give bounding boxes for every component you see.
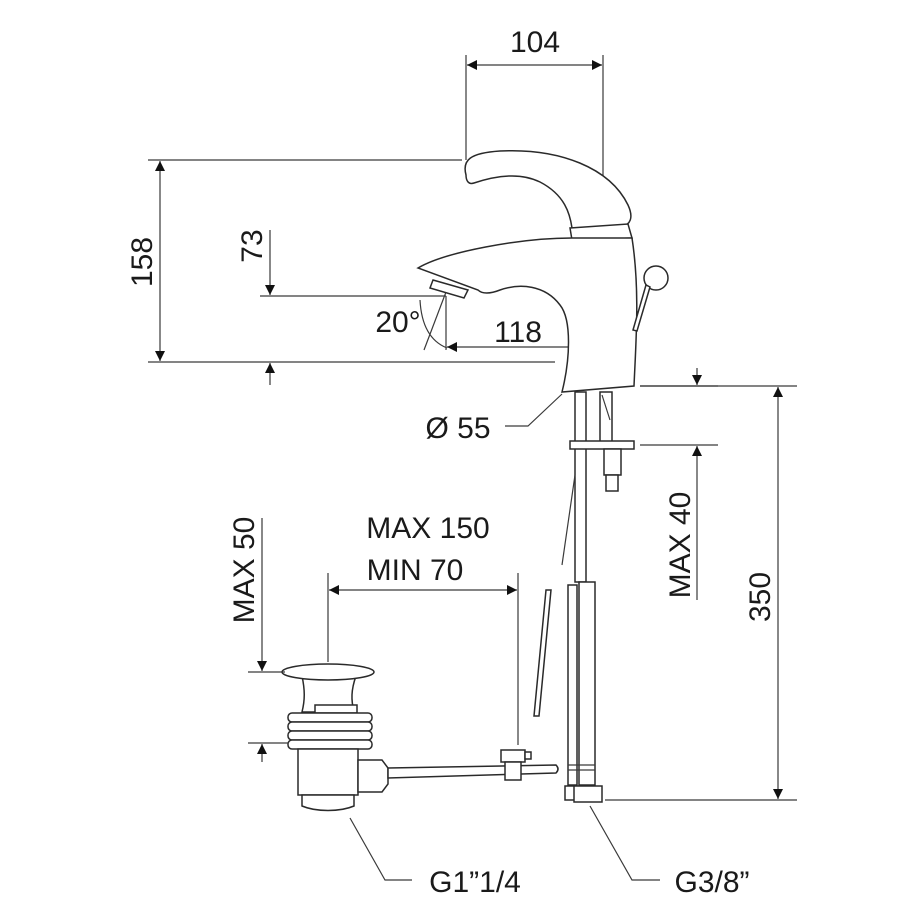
supply-hoses xyxy=(533,391,635,803)
angle-label: 20° xyxy=(375,306,420,339)
dim-350-label: 350 xyxy=(744,572,777,622)
dimension-rod: MAX 150 MIN 70 xyxy=(327,512,519,745)
dimension-diameter: Ø 55 xyxy=(425,393,563,445)
dim-73-label: 73 xyxy=(236,229,269,262)
max-50-label: MAX 50 xyxy=(228,517,261,624)
dimension-73: 73 xyxy=(236,229,446,385)
pop-up-drain xyxy=(281,663,559,812)
dimension-angle: 20° xyxy=(375,291,448,351)
dimension-max-50: MAX 50 xyxy=(228,517,288,762)
min-70-label: MIN 70 xyxy=(367,554,464,587)
dim-104-label: 104 xyxy=(510,26,560,59)
diameter-label: Ø 55 xyxy=(425,412,490,445)
dimension-104: 104 xyxy=(465,26,604,215)
max-40-label: MAX 40 xyxy=(664,492,697,599)
side-knob xyxy=(643,265,669,291)
dimension-350: 350 xyxy=(605,385,797,801)
faucet-body xyxy=(416,149,669,393)
drain-thread-label: G1”1/4 xyxy=(429,866,521,899)
thread-callouts: G1”1/4 G3/8” xyxy=(349,805,750,899)
dim-158-label: 158 xyxy=(126,237,159,287)
dimension-118: 118 xyxy=(445,296,602,355)
dim-118-label: 118 xyxy=(494,316,542,349)
supply-thread-label: G3/8” xyxy=(674,866,749,899)
max-150-label: MAX 150 xyxy=(366,512,489,545)
dimension-158: 158 xyxy=(126,159,555,363)
dimension-max-40: MAX 40 xyxy=(640,368,718,600)
